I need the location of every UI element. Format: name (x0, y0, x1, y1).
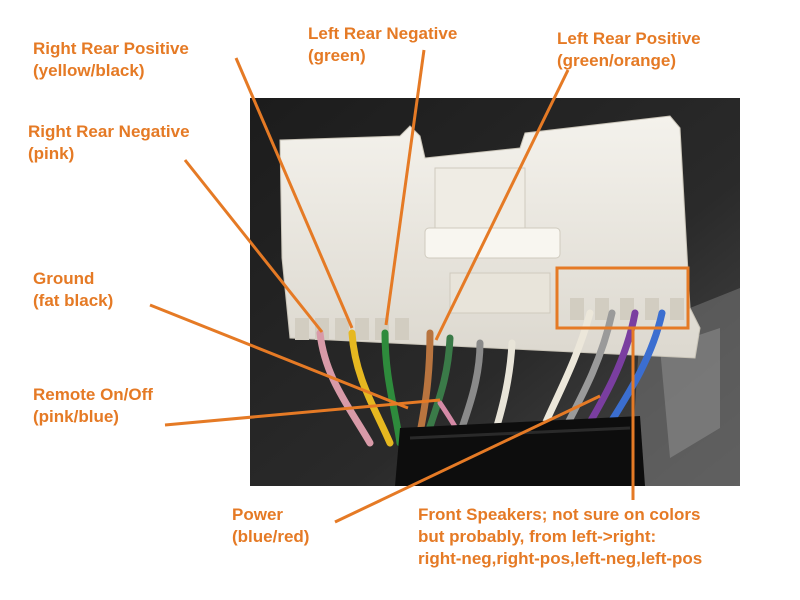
label-line: (fat black) (33, 291, 114, 310)
connector-photo (250, 98, 740, 486)
label-line: Right Rear Positive (33, 39, 189, 58)
label-line: Front Speakers; not sure on colors (418, 505, 701, 524)
label-line: Right Rear Negative (28, 122, 190, 141)
label-left-rear-negative: Left Rear Negative (green) (308, 23, 457, 67)
label-remote: Remote On/Off (pink/blue) (33, 384, 153, 428)
label-line: (green) (308, 46, 366, 65)
label-ground: Ground (fat black) (33, 268, 113, 312)
label-line: Ground (33, 269, 95, 288)
label-line: Left Rear Negative (308, 24, 458, 43)
label-line: Left Rear Positive (557, 29, 701, 48)
label-right-rear-negative: Right Rear Negative (pink) (28, 121, 190, 165)
label-line: right-neg,right-pos,left-neg,left-pos (418, 549, 703, 568)
label-line: (pink) (28, 144, 75, 163)
label-right-rear-positive: Right Rear Positive (yellow/black) (33, 38, 189, 82)
label-line: (blue/red) (232, 527, 310, 546)
label-front-speakers: Front Speakers; not sure on colors but p… (418, 504, 702, 570)
label-line: Remote On/Off (33, 385, 153, 404)
label-line: (green/orange) (557, 51, 677, 70)
label-left-rear-positive: Left Rear Positive (green/orange) (557, 28, 701, 72)
label-line: Power (232, 505, 284, 524)
label-power: Power (blue/red) (232, 504, 309, 548)
label-line: but probably, from left->right: (418, 527, 657, 546)
label-line: (yellow/black) (33, 61, 145, 80)
label-line: (pink/blue) (33, 407, 119, 426)
